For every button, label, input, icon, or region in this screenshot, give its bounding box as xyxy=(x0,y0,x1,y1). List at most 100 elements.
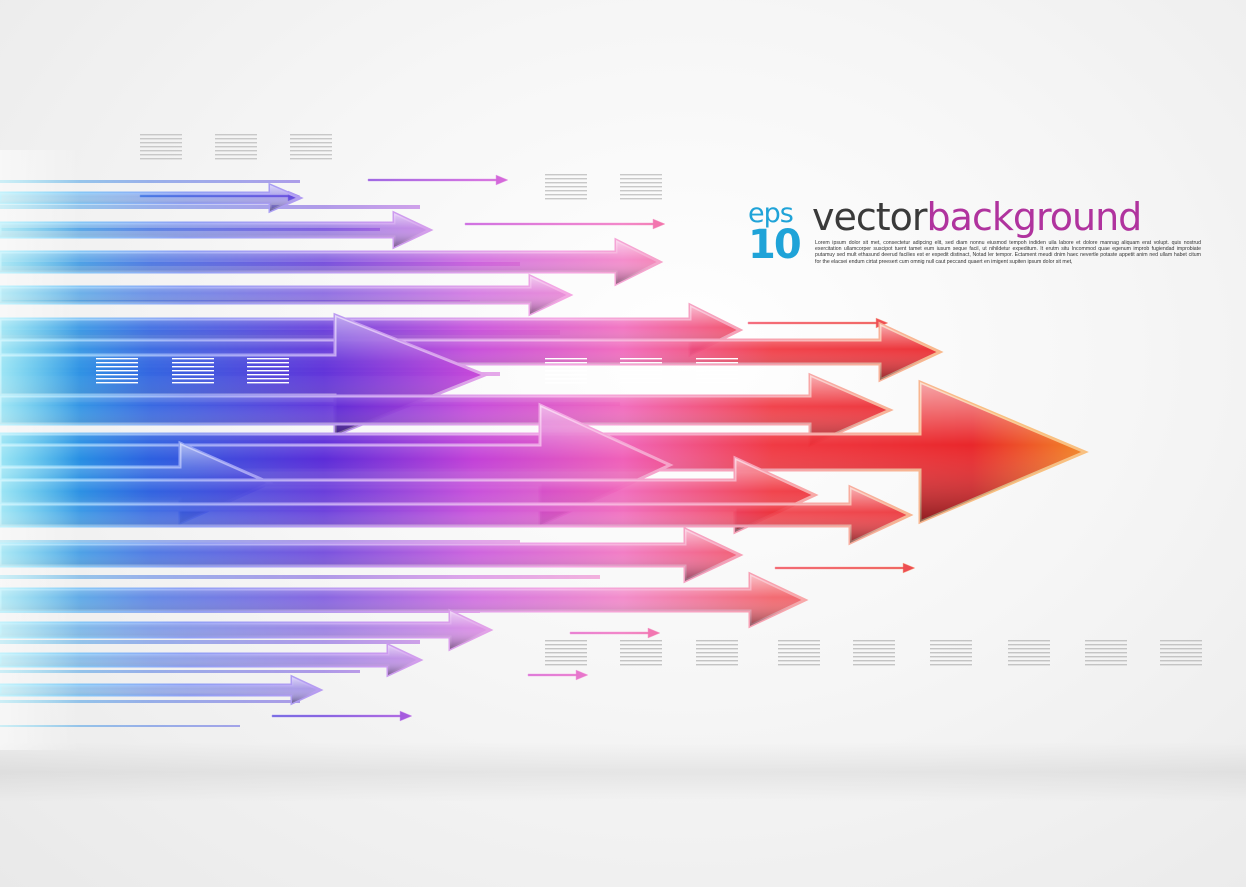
dash-mark xyxy=(930,652,972,654)
dash-mark xyxy=(1160,664,1202,666)
dash-mark xyxy=(545,374,587,376)
arrow-shine xyxy=(0,487,910,543)
dash-mark xyxy=(778,660,820,662)
dash-mark xyxy=(696,378,738,380)
dash-mark xyxy=(545,198,587,200)
dash-mark xyxy=(853,644,895,646)
dash-mark xyxy=(930,648,972,650)
arrow-shine xyxy=(0,529,740,581)
dash-mark xyxy=(545,366,587,368)
dash-mark xyxy=(620,644,662,646)
dash-mark xyxy=(290,146,332,148)
dash-mark xyxy=(545,652,587,654)
dash-mark xyxy=(215,146,257,148)
dash-mark xyxy=(620,366,662,368)
dash-mark xyxy=(620,640,662,642)
dash-mark xyxy=(853,652,895,654)
dash-mark xyxy=(1008,644,1050,646)
dash-mark xyxy=(620,648,662,650)
dash-mark xyxy=(620,190,662,192)
dash-mark xyxy=(853,640,895,642)
dash-mark xyxy=(545,656,587,658)
dash-mark xyxy=(696,358,738,360)
dash-mark xyxy=(620,370,662,372)
dash-mark xyxy=(696,374,738,376)
arrow-shape xyxy=(569,627,661,639)
arrow-shape xyxy=(464,218,666,230)
dash-mark xyxy=(620,382,662,384)
dash-mark xyxy=(545,186,587,188)
eps-label: EPS xyxy=(748,198,794,229)
dash-mark xyxy=(545,358,587,360)
dash-mark xyxy=(545,182,587,184)
dash-mark xyxy=(620,182,662,184)
dash-mark xyxy=(696,366,738,368)
dash-mark xyxy=(696,664,738,666)
dash-mark xyxy=(1085,644,1127,646)
dash-mark xyxy=(1160,648,1202,650)
eps-logo-icon: EPS 10 xyxy=(748,200,808,270)
arrow-shape xyxy=(774,562,916,574)
body-text: Lorem ipsum dolor sit met, consectetur a… xyxy=(815,240,1201,265)
dash-mark xyxy=(853,660,895,662)
dash-mark xyxy=(696,644,738,646)
eps-number: 10 xyxy=(748,222,802,268)
dash-mark xyxy=(853,656,895,658)
dash-mark xyxy=(1160,660,1202,662)
dash-mark xyxy=(930,660,972,662)
dash-mark xyxy=(930,656,972,658)
dash-mark xyxy=(140,142,182,144)
dash-mark xyxy=(290,138,332,140)
dash-mark xyxy=(1160,644,1202,646)
arrow-shine xyxy=(0,574,805,626)
dash-mark xyxy=(1085,652,1127,654)
dash-mark xyxy=(545,378,587,380)
dash-mark xyxy=(545,178,587,180)
dash-mark xyxy=(696,652,738,654)
dash-mark xyxy=(545,664,587,666)
arrow-shape xyxy=(747,317,889,329)
dash-mark xyxy=(930,644,972,646)
dash-mark xyxy=(778,656,820,658)
dash-mark xyxy=(620,378,662,380)
dash-mark xyxy=(620,186,662,188)
dash-mark xyxy=(696,656,738,658)
dash-mark xyxy=(620,194,662,196)
dash-mark xyxy=(1160,652,1202,654)
dash-mark xyxy=(1085,656,1127,658)
dash-mark xyxy=(778,640,820,642)
page-title: vectorbackground xyxy=(812,195,1143,239)
left-glow xyxy=(0,150,320,750)
dash-mark xyxy=(696,370,738,372)
dash-mark xyxy=(696,648,738,650)
dash-mark xyxy=(290,134,332,136)
dash-mark xyxy=(778,644,820,646)
dash-mark xyxy=(696,382,738,384)
dash-mark xyxy=(620,664,662,666)
dash-mark xyxy=(620,656,662,658)
dash-mark xyxy=(696,640,738,642)
dash-mark xyxy=(545,660,587,662)
dash-mark xyxy=(215,142,257,144)
dash-mark xyxy=(545,174,587,176)
dash-mark xyxy=(545,640,587,642)
arrow-shine xyxy=(0,375,890,445)
title-word-background: background xyxy=(926,195,1143,239)
dash-mark xyxy=(1008,660,1050,662)
dash-mark xyxy=(215,134,257,136)
dash-mark xyxy=(545,370,587,372)
dash-mark xyxy=(215,138,257,140)
dash-mark xyxy=(1008,656,1050,658)
dash-mark xyxy=(1085,660,1127,662)
dash-mark xyxy=(1085,664,1127,666)
dash-mark xyxy=(140,138,182,140)
dash-mark xyxy=(853,664,895,666)
arrow-shine xyxy=(0,405,670,525)
dash-mark xyxy=(1085,640,1127,642)
dash-mark xyxy=(778,664,820,666)
dash-mark xyxy=(696,362,738,364)
dash-mark xyxy=(140,146,182,148)
dash-mark xyxy=(545,362,587,364)
dash-mark xyxy=(545,194,587,196)
